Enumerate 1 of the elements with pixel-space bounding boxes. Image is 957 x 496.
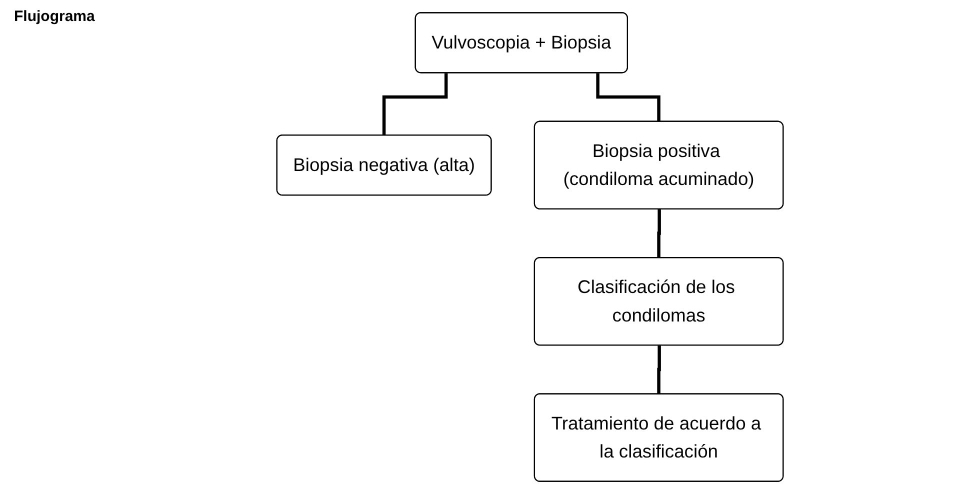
- diagram-title: Flujograma: [14, 8, 95, 25]
